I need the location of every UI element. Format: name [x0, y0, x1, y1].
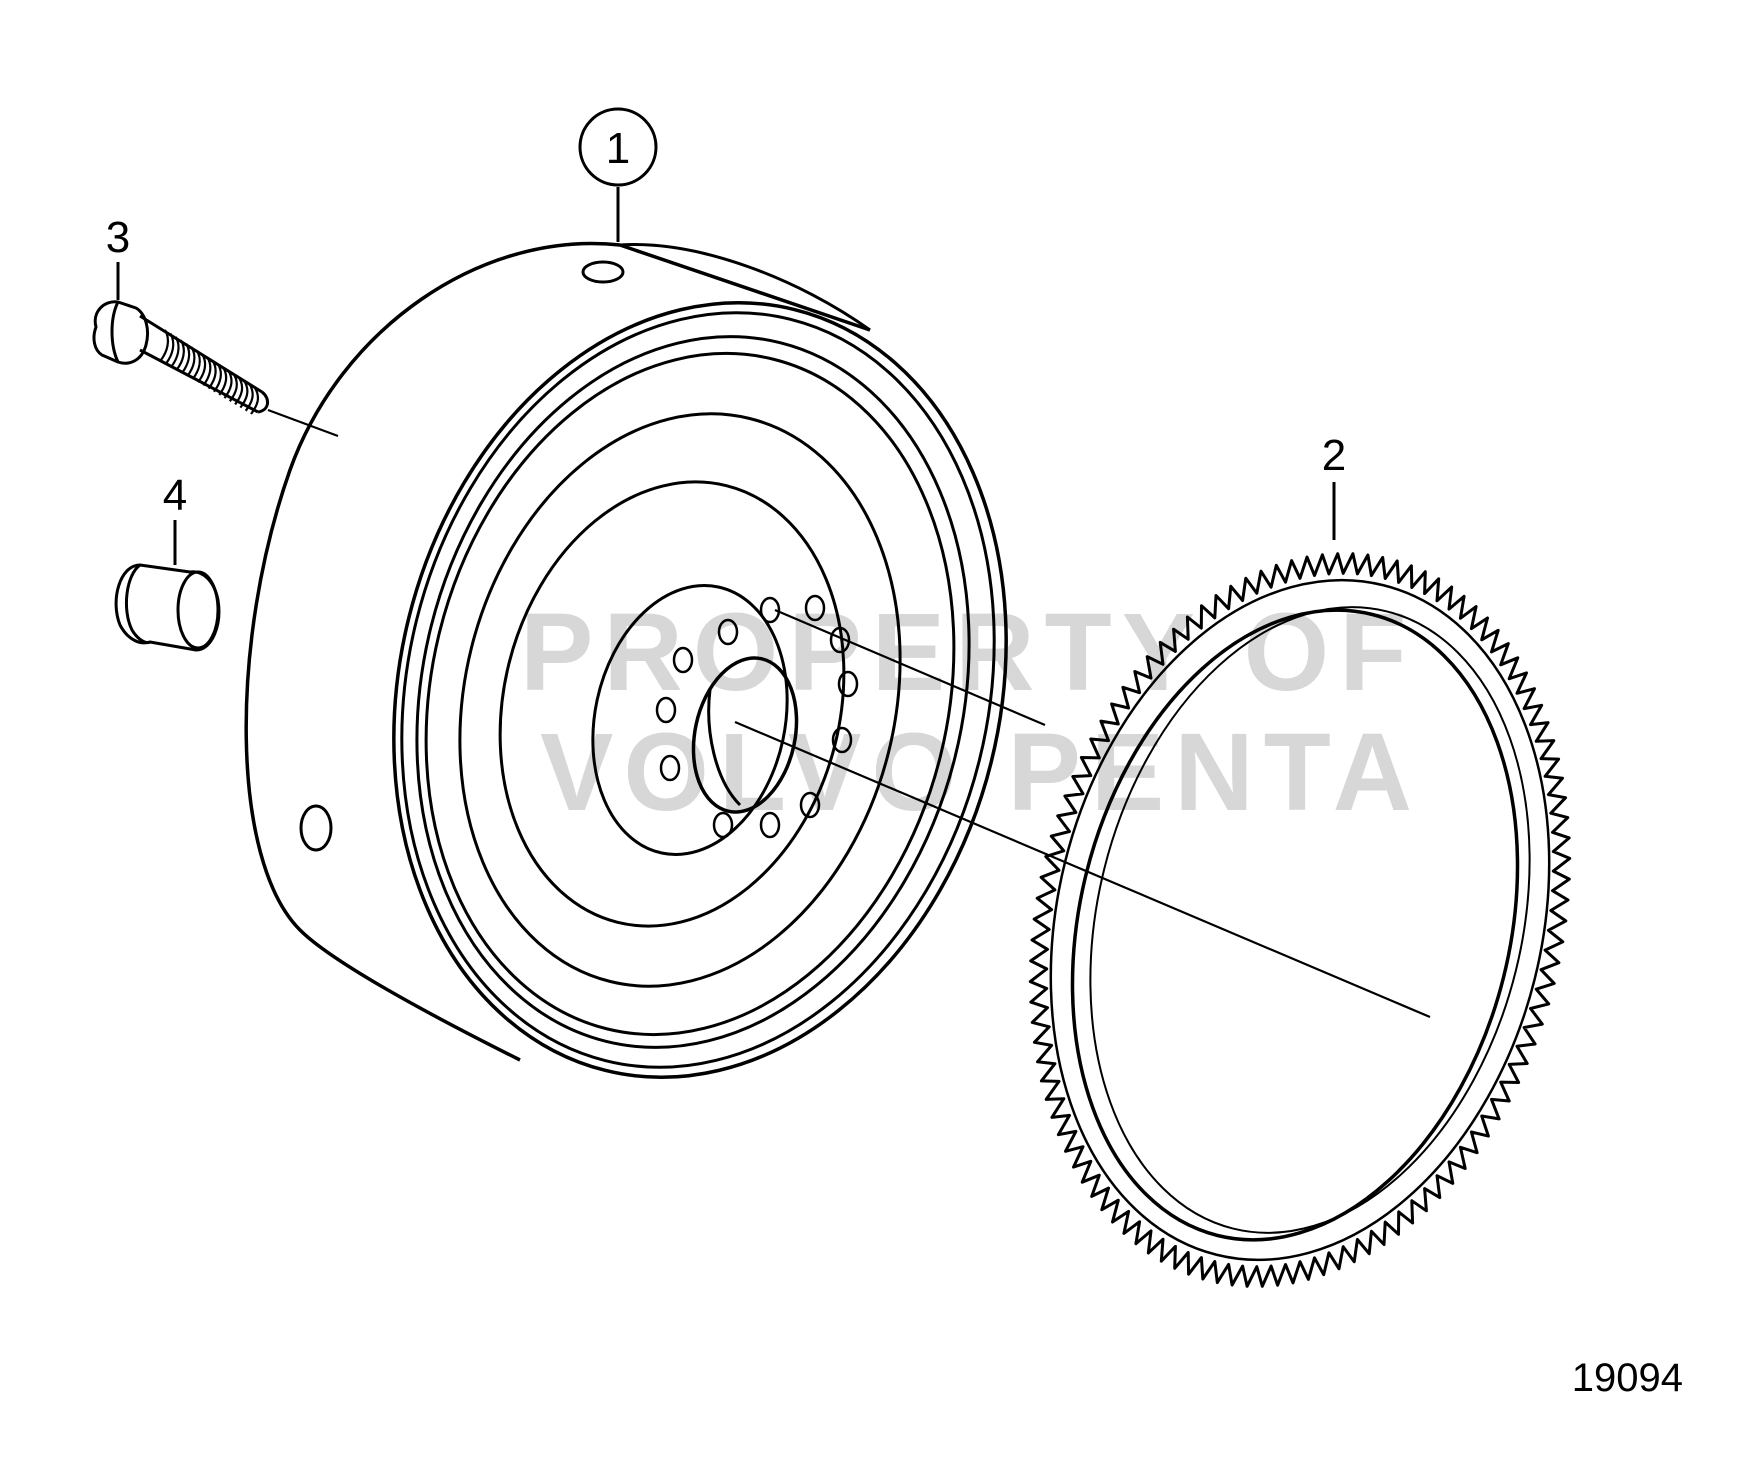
bolt-hole: [655, 696, 677, 724]
bolt-thread: [234, 377, 244, 406]
bolt-hole: [672, 646, 694, 674]
bolt: [92, 300, 269, 415]
callout-1-circle: [578, 107, 658, 187]
bolt-hole: [829, 626, 851, 654]
flywheel-inner-ring-2: [498, 480, 846, 928]
bolt-hole: [659, 754, 681, 782]
callout-1-label: 1: [606, 124, 630, 173]
bolt-thread: [165, 332, 175, 364]
bushing: [114, 563, 221, 652]
bolt-thread: [228, 373, 238, 402]
bolt-axis-line: [267, 408, 339, 438]
ring-gear-inner-edge: [1070, 608, 1520, 1242]
flywheel-inner-ring-1: [458, 412, 902, 988]
bolt-thread: [250, 387, 260, 415]
flywheel-center-bore: [691, 656, 799, 814]
svg-text:VOLVO PENTA: VOLVO PENTA: [540, 711, 1422, 834]
bushing-end-face: [176, 570, 220, 650]
flywheel-side-hole: [299, 804, 333, 852]
bolt-thread: [223, 370, 233, 399]
callout-2: 2: [1322, 431, 1346, 480]
bolt-tip: [257, 390, 269, 414]
bolt-hole: [799, 791, 821, 819]
bolt-thread: [191, 349, 201, 380]
bolt-thread: [170, 336, 180, 368]
flywheel-top-edge: [619, 243, 871, 332]
bolt-thread: [244, 384, 254, 412]
bolt-hole: [759, 811, 781, 839]
bolt-thread: [181, 343, 191, 374]
bolt-thread: [218, 366, 228, 396]
callout-3-label: 3: [106, 213, 130, 262]
bolt-hole: [837, 670, 859, 698]
svg-text:PROPERTY OF: PROPERTY OF: [520, 591, 1416, 714]
bolt-thread: [186, 346, 196, 377]
flywheel-front-rim-outer: [392, 301, 1008, 1079]
bolt-hole: [712, 811, 734, 839]
bolt-thread: [175, 339, 185, 371]
callout-1: 1: [578, 107, 658, 187]
bolt-hole: [759, 596, 781, 624]
bolt-thread: [207, 360, 217, 390]
watermark: PROPERTY OF VOLVO PENTA: [520, 591, 1422, 834]
bolt-thread: [213, 363, 222, 393]
bushing-collar: [125, 563, 151, 644]
ring-gear-inner-bevel: [1089, 606, 1531, 1234]
bolt-thread: [239, 380, 249, 409]
flywheel-front-rim-3: [415, 335, 971, 1049]
flywheel-front-rim-4: [424, 351, 956, 1037]
bolt-hole: [717, 618, 739, 646]
callout-4-label: 4: [163, 471, 187, 520]
flywheel-bolt-holes: [655, 594, 859, 839]
bolt-thread: [160, 329, 170, 361]
hub-axis-line-lower: [734, 720, 1431, 1019]
ring-gear-teeth: [1028, 552, 1572, 1288]
callout-2-label: 2: [1322, 431, 1346, 480]
flywheel: [244, 241, 1008, 1079]
flywheel-top-hole: [581, 260, 625, 284]
callout-4: 4: [163, 471, 187, 520]
leader-lines: [116, 187, 1431, 1019]
bolt-hole: [831, 726, 853, 754]
bolt-head-facet: [110, 301, 120, 363]
hub-axis-line-upper: [774, 608, 1046, 727]
callout-3: 3: [106, 213, 130, 262]
flywheel-bore-depth: [707, 689, 742, 807]
flywheel-hub-plate: [591, 584, 789, 856]
figure-number: 19094: [1571, 1356, 1683, 1400]
flywheel-front-rim-2: [400, 311, 996, 1069]
bolt-thread: [202, 356, 212, 387]
bolt-threads: [160, 329, 260, 415]
bolt-head: [92, 300, 150, 365]
bolt-shank-top: [139, 314, 263, 394]
flywheel-body-outline: [244, 241, 871, 1062]
bolt-hole: [804, 594, 826, 622]
bolt-thread: [197, 353, 207, 383]
